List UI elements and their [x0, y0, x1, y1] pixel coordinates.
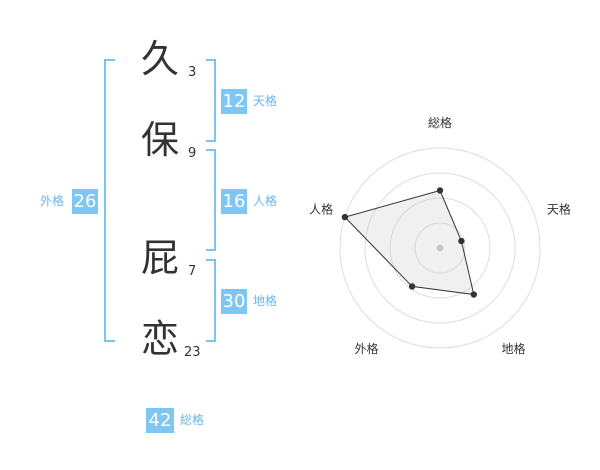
tenkaku-value: 12	[221, 89, 247, 114]
radar-grid-ring	[414, 222, 466, 274]
jinkaku-label: 人格	[253, 194, 278, 208]
chikaku-bracket	[206, 259, 216, 342]
radar-data-point	[458, 237, 465, 245]
radar-grid-ring	[389, 197, 491, 299]
name-char-2: 保	[140, 118, 179, 162]
soukaku-label: 総格	[180, 413, 205, 427]
stroke-count-1: 3	[188, 65, 197, 80]
radar-data-point	[341, 213, 349, 221]
gaikaku-bracket	[104, 59, 115, 342]
radar-data-point	[408, 283, 416, 290]
radar-axis-label: 人格	[309, 201, 333, 216]
name-char-3: 屁	[140, 236, 179, 280]
radar-axis-label: 外格	[355, 341, 379, 356]
radar-grid-ring	[364, 172, 516, 324]
gaikaku-value: 26	[72, 189, 98, 214]
name-char-4: 恋	[140, 317, 179, 361]
soukaku-value: 42	[146, 408, 174, 433]
name-char-1: 久	[140, 37, 179, 81]
stroke-count-2: 9	[188, 146, 197, 161]
radar-axis-label: 地格	[501, 341, 525, 356]
jinkaku-bracket	[206, 149, 216, 251]
stroke-count-4: 23	[184, 345, 201, 360]
chikaku-label: 地格	[253, 294, 278, 308]
radar-center-dot	[436, 244, 444, 252]
radar-axis-label: 天格	[547, 201, 571, 216]
stroke-count-3: 7	[188, 264, 197, 279]
tenkaku-bracket	[206, 59, 216, 142]
radar-data-point	[470, 291, 477, 298]
chikaku-value: 30	[221, 289, 247, 314]
gaikaku-label: 外格	[40, 194, 65, 208]
radar-grid-ring	[339, 147, 541, 349]
radar-axis-label: 総格	[428, 115, 452, 130]
jinkaku-value: 16	[221, 189, 247, 214]
radar-data-point	[436, 187, 444, 194]
radar-data-polygon	[343, 189, 475, 296]
tenkaku-label: 天格	[253, 94, 278, 108]
